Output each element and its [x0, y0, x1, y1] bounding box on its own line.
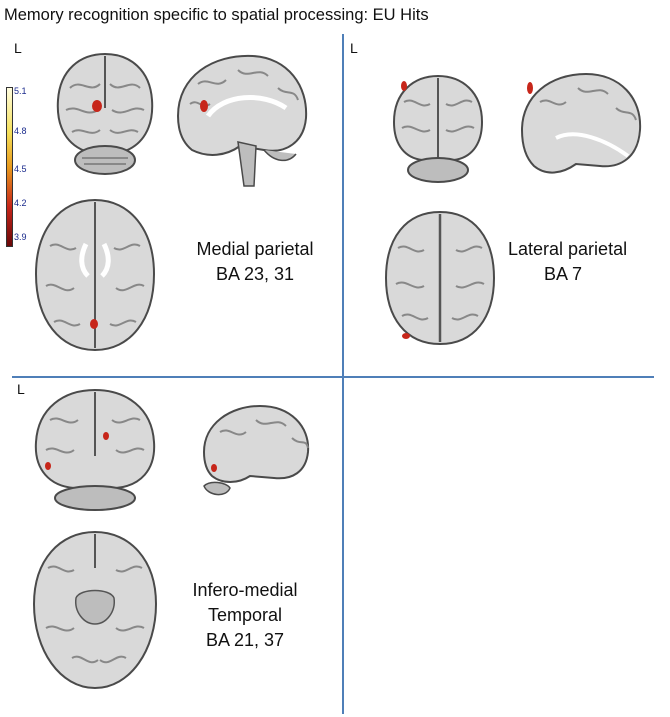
- colorbar-tick-max: 5.1: [14, 86, 27, 96]
- region-name: Infero-medial: [192, 580, 298, 600]
- activation-spot: [200, 100, 208, 112]
- brodmann-areas: BA 7: [543, 264, 583, 284]
- activation-spot: [402, 333, 410, 339]
- activation-spot: [211, 464, 217, 472]
- colorbar-tick: 4.2: [14, 198, 27, 208]
- coronal-brain-slice-infero-medial-temporal: [34, 388, 156, 511]
- sagittal-brain-slice-lateral-parietal: [520, 72, 642, 174]
- colorbar-tick: 4.5: [14, 164, 27, 174]
- region-name-cont: Temporal: [207, 605, 283, 625]
- colorbar-tick: 4.8: [14, 126, 27, 136]
- region-name: Medial parietal: [196, 239, 314, 259]
- left-marker-infero-medial-temporal: L: [17, 381, 25, 397]
- sagittal-brain-slice-infero-medial-temporal: [202, 404, 310, 496]
- axial-brain-slice-medial-parietal: [34, 198, 156, 352]
- axial-brain-slice-infero-medial-temporal: [32, 530, 158, 690]
- activation-spot: [45, 462, 51, 470]
- horizontal-divider: [12, 376, 654, 378]
- brodmann-areas: BA 21, 37: [205, 630, 285, 650]
- axial-brain-slice-lateral-parietal: [384, 210, 496, 346]
- region-name: Lateral parietal: [508, 239, 628, 259]
- colorbar-tick-min: 3.9: [14, 232, 27, 242]
- left-marker-medial-parietal: L: [14, 40, 22, 56]
- colorbar: [6, 87, 13, 247]
- activation-spot: [103, 432, 109, 440]
- activation-spot: [92, 100, 102, 112]
- region-label-medial-parietal: Medial parietal BA 23, 31: [185, 237, 325, 287]
- activation-spot: [527, 82, 533, 94]
- sagittal-brain-slice-medial-parietal: [176, 54, 308, 187]
- activation-spot: [90, 319, 98, 329]
- vertical-divider: [342, 34, 344, 714]
- brodmann-areas: BA 23, 31: [215, 264, 295, 284]
- region-label-infero-medial-temporal: Infero-medial Temporal BA 21, 37: [180, 578, 310, 653]
- left-marker-lateral-parietal: L: [350, 40, 358, 56]
- coronal-brain-slice-medial-parietal: [56, 52, 154, 175]
- region-label-lateral-parietal: Lateral parietal BA 7: [508, 237, 628, 287]
- figure-title: Memory recognition specific to spatial p…: [4, 6, 429, 24]
- activation-spot: [401, 81, 407, 91]
- coronal-brain-slice-lateral-parietal: [392, 74, 484, 183]
